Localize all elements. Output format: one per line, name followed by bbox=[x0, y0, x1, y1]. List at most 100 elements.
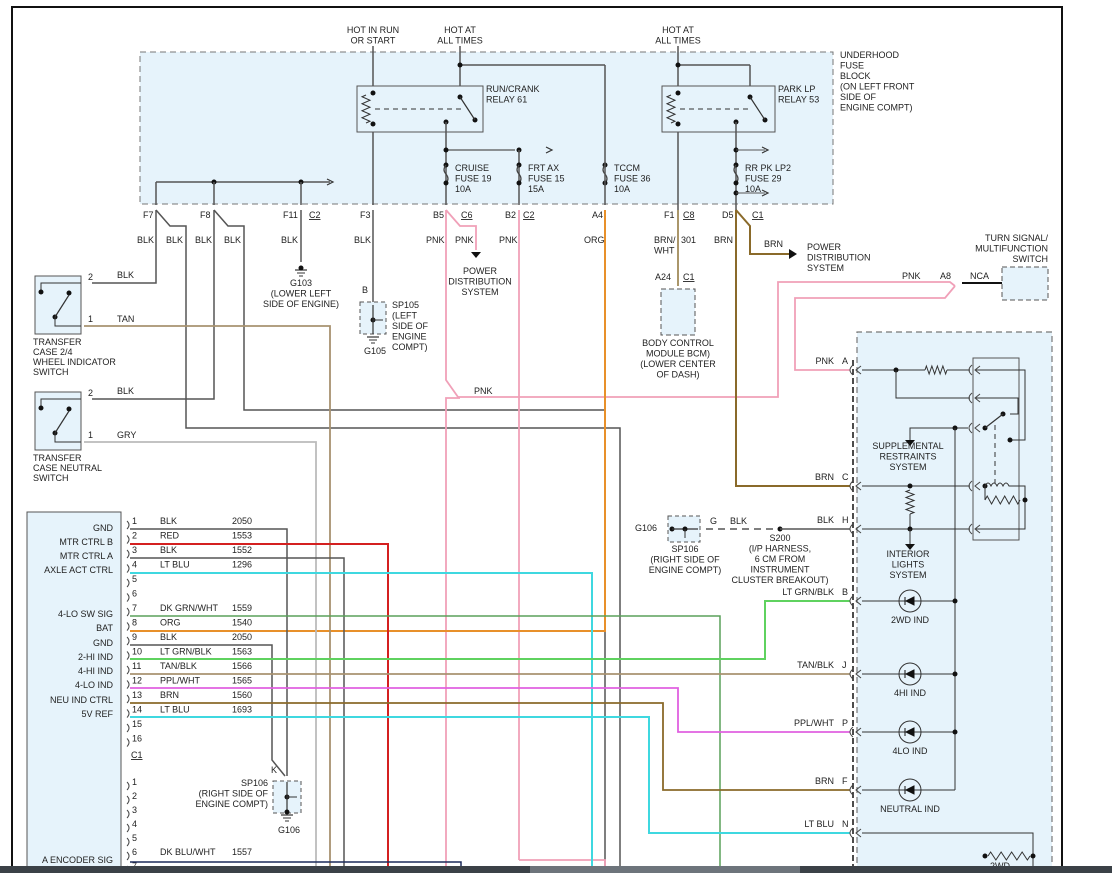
sp106-left-label: ENGINE COMPT) bbox=[195, 799, 268, 809]
wire-color-label: LT BLU bbox=[160, 705, 190, 715]
gry-wire bbox=[84, 441, 317, 873]
frt-ax-fuse-label: FRT AX bbox=[528, 163, 559, 173]
switch-pin-label: 1 bbox=[88, 314, 93, 324]
arrow-icon bbox=[855, 596, 862, 606]
connector-pin-label: F7 bbox=[143, 210, 154, 220]
rr-pk-fuse-label: FUSE 29 bbox=[745, 174, 782, 184]
bcm-pin-label: A24 bbox=[655, 272, 671, 282]
connector-pin-label: F1 bbox=[664, 210, 675, 220]
internal-wire bbox=[909, 427, 968, 440]
connector-icon bbox=[126, 549, 130, 559]
horizontal-scrollbar[interactable] bbox=[0, 866, 1112, 873]
circuit-number-label: 1296 bbox=[232, 560, 252, 570]
srs-label: SUPPLEMENTAL bbox=[872, 441, 943, 451]
park-relay-label: PARK LP bbox=[778, 84, 815, 94]
g106-label: G106 bbox=[278, 825, 300, 835]
transfer-case-control-module bbox=[26, 511, 122, 873]
pin-number: 2 bbox=[132, 531, 137, 541]
interior-lights-label: INTERIOR bbox=[886, 549, 930, 559]
tccm-function-label: 5V REF bbox=[81, 709, 113, 719]
wire-color-label: BLK bbox=[160, 545, 177, 555]
tccm-function-label: GND bbox=[93, 523, 114, 533]
cruise-fuse-label: FUSE 19 bbox=[455, 174, 492, 184]
connector-icon bbox=[126, 694, 130, 704]
pin-number: 2 bbox=[132, 791, 137, 801]
tccm-function-label: MTR CTRL A bbox=[60, 551, 113, 561]
connector-icon bbox=[126, 738, 130, 747]
junction-dot bbox=[1007, 437, 1013, 443]
wire-color-label: PPL/WHT bbox=[160, 676, 201, 686]
tccm-function-label: 2-HI IND bbox=[78, 652, 114, 662]
connector-icon bbox=[968, 523, 973, 535]
arrow-icon bbox=[545, 146, 554, 154]
tccm-fuse-label: 10A bbox=[614, 184, 630, 194]
pin-number: 8 bbox=[132, 618, 137, 628]
sp105-label: SIDE OF bbox=[392, 321, 429, 331]
connector-pin-label: F3 bbox=[360, 210, 371, 220]
junction-dot bbox=[1022, 497, 1028, 503]
fuse-terminal bbox=[443, 180, 449, 186]
brn-wire bbox=[735, 209, 790, 255]
cluster-pin-label: A bbox=[842, 356, 848, 366]
wire-color-label: BRN bbox=[160, 690, 179, 700]
srs-arrow-icon bbox=[905, 440, 915, 446]
relay-coil-icon bbox=[976, 482, 1026, 530]
junction-dot bbox=[370, 121, 376, 127]
internal-wire bbox=[976, 397, 1019, 415]
s200-label: (I/P HARNESS, bbox=[749, 544, 811, 554]
lt-blu-wire bbox=[130, 716, 850, 834]
connector-icon bbox=[968, 392, 973, 404]
org-wire bbox=[130, 210, 606, 632]
fuse-terminal bbox=[516, 180, 522, 186]
cluster-outline bbox=[856, 331, 1053, 873]
transfer-neutral-switch-label: TRANSFER bbox=[33, 453, 82, 463]
connector-icon bbox=[126, 578, 130, 588]
power-distribution-label: POWER bbox=[463, 266, 498, 276]
internal-wire bbox=[976, 369, 1026, 441]
power-distribution-label: SYSTEM bbox=[807, 263, 844, 273]
red-wire bbox=[130, 543, 389, 873]
arrow-icon bbox=[855, 669, 862, 679]
cluster-pin-label: H bbox=[842, 515, 849, 525]
cluster-pin-label: N bbox=[842, 819, 849, 829]
brn-wire bbox=[130, 702, 850, 791]
led-icon bbox=[904, 596, 915, 606]
transfer-case-neutral-switch bbox=[34, 391, 82, 451]
circuit-number-label: 1557 bbox=[232, 847, 252, 857]
junction-dot bbox=[907, 483, 913, 489]
wire-color-label: PNK bbox=[499, 235, 518, 245]
circuit-number-label: 1566 bbox=[232, 661, 252, 671]
switch-pin-label: 1 bbox=[88, 430, 93, 440]
pin-number: 4 bbox=[132, 560, 137, 570]
tan-wire bbox=[84, 325, 331, 873]
g103-label: (LOWER LEFT bbox=[271, 289, 332, 299]
circuit-number-label: 2050 bbox=[232, 632, 252, 642]
cluster-connector-icon bbox=[849, 668, 854, 680]
switch-contact bbox=[54, 433, 81, 443]
blk-wire bbox=[130, 557, 345, 873]
fuse-block-label: SIDE OF bbox=[840, 92, 877, 102]
connector-pin-label: C2 bbox=[309, 210, 321, 220]
scrollbar-thumb[interactable] bbox=[530, 866, 800, 873]
pnk-wire bbox=[445, 209, 477, 250]
relay-switch-icon bbox=[459, 96, 476, 121]
blk-wire bbox=[130, 528, 288, 776]
junction-dot bbox=[982, 853, 988, 859]
arrow-icon bbox=[855, 365, 862, 375]
wire-color-label: PNK bbox=[426, 235, 445, 245]
connector-pin-label: F8 bbox=[200, 210, 211, 220]
pin-number: 3 bbox=[132, 805, 137, 815]
connector-pin-label: C8 bbox=[683, 210, 695, 220]
wire-color-label: BLK bbox=[224, 235, 241, 245]
cluster-pin-label: C bbox=[842, 472, 849, 482]
s200-label: 6 CM FROM bbox=[755, 554, 806, 564]
transfer-2-4-switch-label: CASE 2/4 bbox=[33, 347, 73, 357]
connector-icon bbox=[126, 593, 130, 602]
connector-icon bbox=[126, 723, 130, 733]
relay-switch-icon bbox=[749, 96, 766, 121]
wire-color-label: NCA bbox=[970, 271, 989, 281]
frt-ax-fuse-label: FUSE 15 bbox=[528, 174, 565, 184]
connector-pin-label: F11 bbox=[283, 210, 298, 220]
resistor-icon bbox=[987, 851, 1031, 861]
